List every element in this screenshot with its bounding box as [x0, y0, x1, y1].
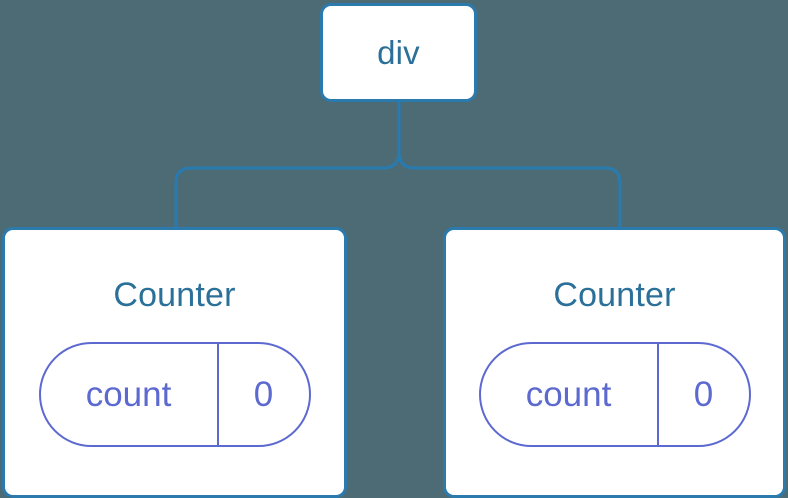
node-div-label: div: [377, 34, 420, 71]
node-div[interactable]: div: [320, 3, 477, 102]
state-pill-right: count 0: [478, 342, 751, 447]
state-value-label: 0: [253, 375, 274, 414]
state-value-label: 0: [693, 375, 714, 414]
state-pill-left-key-cell: count: [41, 344, 219, 445]
state-pill-left-value-cell: 0: [219, 344, 309, 445]
state-key-label: count: [525, 375, 612, 414]
state-pill-left: count 0: [38, 342, 311, 447]
connector-root-to-left-child: [174, 100, 401, 229]
state-key-label: count: [85, 375, 172, 414]
state-pill-right-key-cell: count: [481, 344, 659, 445]
state-pill-right-value-cell: 0: [659, 344, 749, 445]
connector-root-to-right-child: [397, 100, 622, 229]
node-counter-right-label: Counter: [553, 276, 676, 314]
node-counter-left-label: Counter: [113, 276, 236, 314]
node-counter-right[interactable]: Counter count 0: [443, 227, 786, 498]
node-counter-left[interactable]: Counter count 0: [2, 227, 347, 498]
